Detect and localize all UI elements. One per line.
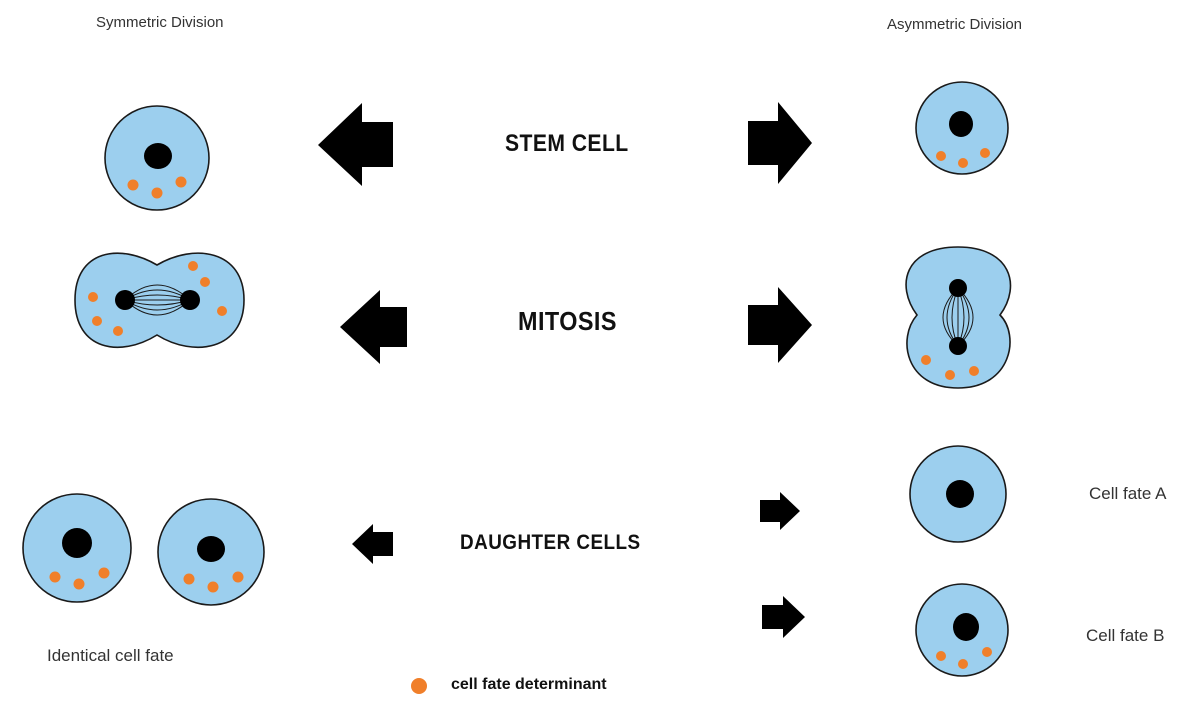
cell-fate-b-label: Cell fate B bbox=[1086, 626, 1165, 645]
asymmetric-stem-cell bbox=[915, 81, 1009, 175]
symmetric-division-header: Symmetric Division bbox=[96, 14, 224, 31]
determinant-dot-icon bbox=[411, 678, 427, 694]
asymmetric-division-header: Asymmetric Division bbox=[887, 16, 1023, 33]
asymmetric-dividing-cell bbox=[905, 246, 1012, 389]
right-arrow-icon bbox=[748, 287, 812, 363]
right-arrow-icon bbox=[760, 492, 800, 530]
legend-determinant-label: cell fate determinant bbox=[451, 676, 607, 693]
left-arrow-icon bbox=[340, 290, 407, 364]
symmetric-dividing-cell bbox=[74, 252, 245, 349]
stem-cell-label: STEM CELL bbox=[505, 130, 629, 157]
daughter-cells-label: DAUGHTER CELLS bbox=[460, 531, 641, 554]
mitosis-label: MITOSIS bbox=[518, 306, 617, 336]
left-arrow-icon bbox=[318, 103, 393, 186]
cell-fate-a-label: Cell fate A bbox=[1089, 484, 1167, 503]
right-arrow-icon bbox=[762, 596, 805, 638]
left-arrow-icon bbox=[352, 524, 393, 564]
cell-fate-b-cell bbox=[915, 583, 1009, 677]
cell-fate-a-cell bbox=[909, 445, 1007, 543]
right-arrow-icon bbox=[748, 102, 812, 184]
symmetric-daughter-cell-2 bbox=[157, 498, 265, 606]
symmetric-stem-cell bbox=[104, 105, 210, 211]
symmetric-daughter-cell-1 bbox=[22, 493, 132, 603]
identical-cell-fate-label: Identical cell fate bbox=[47, 646, 174, 665]
